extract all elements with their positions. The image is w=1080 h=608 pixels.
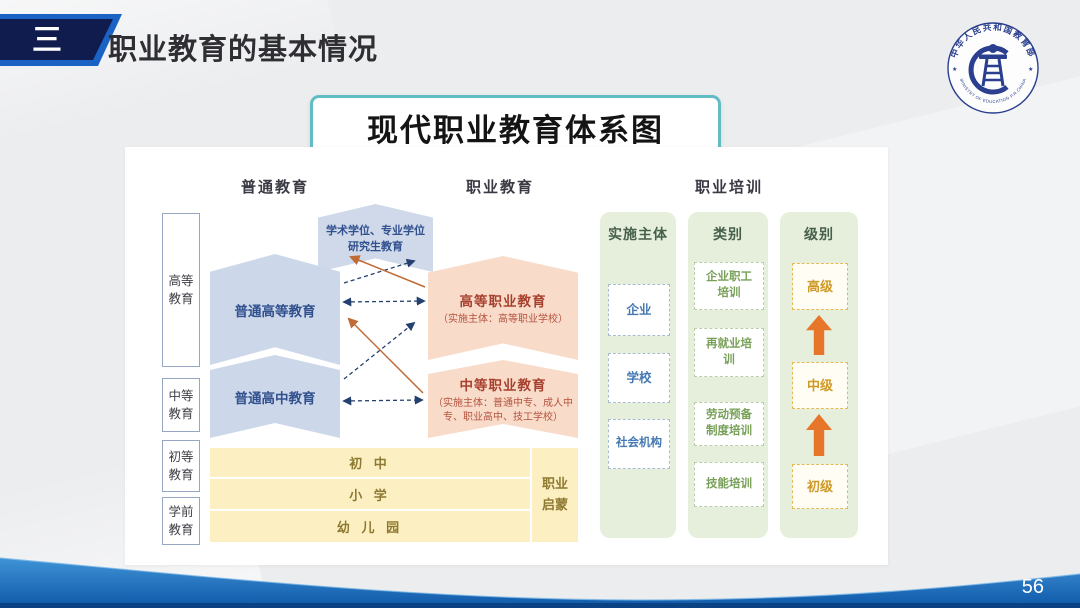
category-label: 再就业培训 xyxy=(706,337,752,366)
section-badge: 三 xyxy=(0,14,122,66)
level-box-advanced: 高级 xyxy=(792,263,848,310)
subject-box-social-institution: 社会机构 xyxy=(608,419,670,469)
rail-label-secondary-education: 中等教育 xyxy=(162,378,200,432)
basic-row-kindergarten: 幼 儿 园 xyxy=(210,511,530,542)
secondary-vocational-subtitle: （实施主体：普通中专、成人中专、职业高中、技工学校） xyxy=(433,398,573,423)
rail-label-higher-education: 高等教育 xyxy=(162,213,200,367)
career-enlightenment-cell: 职业启蒙 xyxy=(532,448,578,542)
ministry-of-education-logo: 中华人民共和国教育部 MINISTRY OF EDUCATION P.R.CHI… xyxy=(947,22,1039,114)
rail-label-primary-education: 初等教育 xyxy=(162,440,200,492)
career-enlightenment-label: 职业启蒙 xyxy=(541,476,568,512)
column-header-general-education: 普通教育 xyxy=(240,179,309,196)
higher-vocational-title: 高等职业教育 xyxy=(459,293,547,309)
training-column-header: 级别 xyxy=(804,226,834,242)
basic-row-primary-school: 小 学 xyxy=(210,479,530,509)
category-box-employee-training: 企业职工培训 xyxy=(694,262,764,310)
logo-star-right: ★ xyxy=(1028,66,1033,73)
rail-label-text: 学前教育 xyxy=(168,504,194,537)
section-badge-number: 三 xyxy=(32,24,62,57)
rail-label-text: 高等教育 xyxy=(168,273,194,306)
rail-label-text: 中等教育 xyxy=(168,388,194,421)
page-number: 56 xyxy=(1021,576,1044,598)
basic-row-label: 幼 儿 园 xyxy=(336,520,404,535)
training-column-header: 实施主体 xyxy=(608,226,668,242)
basic-row-junior-high: 初 中 xyxy=(210,448,530,477)
section-title: 职业教育的基本情况 xyxy=(108,34,379,66)
logo-emblem-head xyxy=(988,44,998,53)
level-up-arrow xyxy=(806,315,832,355)
shape-higher-vocational-education: 高等职业教育 （实施主体：高等职业学校） xyxy=(428,256,578,360)
category-box-labor-preparation-training: 劳动预备制度培训 xyxy=(694,402,764,446)
basic-row-label: 小 学 xyxy=(349,487,391,503)
logo-emblem-ladder xyxy=(981,58,1005,87)
training-column-levels: 级别 高级 中级 初级 xyxy=(780,212,858,538)
level-box-elementary: 初级 xyxy=(792,464,848,509)
category-box-skills-training: 技能培训 xyxy=(694,462,764,507)
training-column-categories: 类别 企业职工培训 再就业培训 劳动预备制度培训 技能培训 xyxy=(688,212,768,538)
level-up-arrow xyxy=(806,414,832,456)
logo-emblem-bar xyxy=(979,54,1007,59)
subject-box-enterprise: 企业 xyxy=(608,284,670,336)
category-label: 劳动预备制度培训 xyxy=(706,409,752,437)
category-label: 企业职工培训 xyxy=(706,271,752,299)
general-higher-label: 普通高等教育 xyxy=(234,303,316,319)
column-header-vocational-training: 职业培训 xyxy=(694,179,763,196)
category-label: 技能培训 xyxy=(706,477,752,490)
basic-row-label: 初 中 xyxy=(349,456,391,471)
rail-label-text: 初等教育 xyxy=(168,449,194,482)
footer-wave xyxy=(0,557,1080,608)
general-senior-label: 普通高中教育 xyxy=(234,390,316,406)
training-column-header: 类别 xyxy=(713,226,743,242)
column-header-vocational-education: 职业教育 xyxy=(465,179,534,196)
training-column-subjects: 实施主体 企业 学校 社会机构 xyxy=(600,212,676,538)
rail-label-preschool-education: 学前教育 xyxy=(162,497,200,545)
secondary-vocational-title: 中等职业教育 xyxy=(459,378,547,393)
higher-vocational-subtitle: （实施主体：高等职业学校） xyxy=(438,313,568,325)
logo-star-left: ★ xyxy=(952,66,957,73)
postgrad-line1: 学术学位、专业学位 xyxy=(326,225,425,238)
category-box-reemployment-training: 再就业培训 xyxy=(694,328,764,377)
shape-general-higher-education: 普通高等教育 xyxy=(210,254,340,365)
postgrad-line2: 研究生教育 xyxy=(348,241,403,253)
subject-box-school: 学校 xyxy=(608,353,670,403)
level-box-intermediate: 中级 xyxy=(792,362,848,409)
